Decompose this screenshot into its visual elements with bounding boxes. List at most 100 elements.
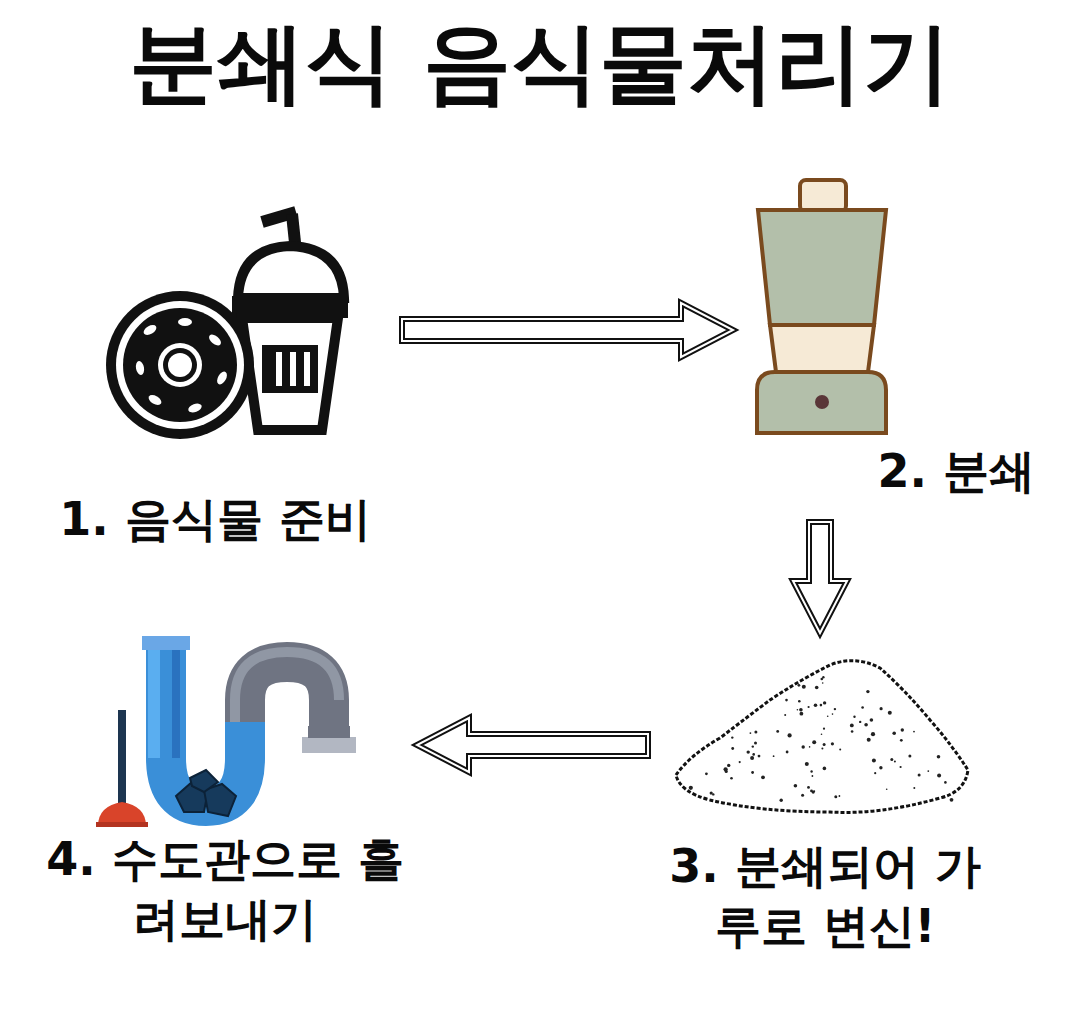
powder-dot — [776, 730, 779, 733]
powder-dot — [747, 750, 750, 753]
powder-dot — [814, 703, 818, 707]
hollow-arrow — [402, 303, 733, 357]
powder-dot — [813, 790, 815, 792]
powder-dot — [937, 755, 941, 759]
powder-dot — [710, 793, 712, 795]
powder-dot — [786, 751, 789, 754]
powder-dot — [724, 767, 728, 771]
powder-dot — [918, 774, 921, 777]
powder-dot — [730, 777, 733, 780]
powder-dot — [888, 711, 892, 715]
powder-dot — [908, 755, 911, 758]
powder-dot — [866, 690, 869, 693]
powder-dot — [810, 770, 812, 772]
pipe-icon — [96, 636, 356, 827]
powder-dot — [874, 772, 876, 774]
powder-dot — [810, 790, 813, 793]
powder-dot — [823, 767, 827, 771]
powder-dot — [861, 706, 864, 709]
step-caption: 3. 분쇄되어 가루로 변신! — [660, 837, 990, 957]
powder-dot — [839, 795, 841, 797]
powder-dot — [785, 699, 788, 702]
powder-dot — [821, 733, 823, 735]
powder-dot — [802, 685, 806, 689]
powder-dot — [821, 748, 823, 750]
powder-dot — [761, 775, 765, 779]
powder-dot — [809, 746, 811, 748]
powder-dot — [850, 724, 854, 728]
powder-dot — [880, 707, 883, 710]
powder-dot — [834, 708, 836, 710]
step-node: 2. 분쇄 — [745, 170, 1040, 510]
powder-dot — [802, 745, 805, 748]
step-caption: 2. 분쇄 — [745, 442, 1035, 502]
powder-dot — [727, 764, 730, 767]
drink-cup-icon — [232, 212, 348, 430]
powder-dot — [892, 731, 896, 735]
powder-dot — [821, 678, 824, 681]
powder-dot — [754, 742, 757, 745]
arrow-outline — [793, 522, 847, 633]
powder-dot — [950, 798, 954, 802]
powder-dot — [864, 723, 868, 727]
powder-dot — [752, 745, 754, 747]
hollow-arrow — [793, 522, 847, 633]
powder-dot — [867, 738, 871, 742]
powder-dot — [823, 728, 825, 730]
powder-dot — [851, 730, 854, 733]
arrow-inner-line — [402, 303, 733, 357]
powder-dot — [800, 712, 804, 716]
powder-dot — [839, 748, 841, 750]
arrow-outline — [402, 303, 733, 357]
step-node: 4. 수도관으로 흘려보내기 — [45, 630, 405, 975]
powder-dot — [886, 788, 888, 790]
powder-dot — [900, 739, 903, 742]
powder-dot — [773, 755, 775, 757]
powder-dot — [788, 733, 792, 737]
powder-dot — [894, 760, 896, 762]
powder-dot — [705, 772, 708, 775]
powder-dot — [822, 682, 824, 684]
powder-dot — [913, 731, 915, 733]
powder-dot — [815, 686, 819, 690]
powder-dot — [739, 761, 741, 763]
powder-dot — [834, 795, 837, 798]
arrow-inner-line — [793, 522, 847, 633]
powder-dot — [900, 766, 902, 768]
step-node: 3. 분쇄되어 가루로 변신! — [660, 645, 990, 975]
powder-dot — [823, 701, 826, 704]
powder-dot — [831, 742, 834, 745]
powder-dot — [799, 708, 803, 712]
arrow-outline — [417, 718, 648, 772]
powder-dot — [750, 732, 752, 734]
hollow-arrow — [417, 718, 648, 772]
powder-dot — [927, 770, 929, 772]
powder-dot — [784, 714, 786, 716]
powder-dot — [731, 747, 734, 750]
arrow-inner-line — [417, 718, 648, 772]
powder-dot — [731, 736, 733, 738]
powder-dot — [913, 787, 915, 789]
powder-dot — [798, 700, 801, 703]
powder-dot — [712, 793, 714, 795]
step-caption: 4. 수도관으로 흘려보내기 — [45, 830, 405, 950]
powder-dot — [827, 716, 829, 718]
powder-dot — [689, 786, 693, 790]
powder-dot — [871, 732, 875, 736]
powder-dot — [801, 794, 804, 797]
powder-dot — [808, 706, 810, 708]
powder-dot — [812, 775, 814, 777]
powder-dot — [752, 753, 755, 756]
powder-dot — [859, 721, 861, 723]
powder-dot — [798, 684, 801, 687]
blender-icon — [757, 180, 886, 433]
powder-dot — [937, 774, 941, 778]
step-caption: 1. 음식물 준비 — [40, 490, 390, 550]
powder-dot — [807, 786, 810, 789]
powder-dot — [832, 713, 834, 715]
powder-dot — [853, 716, 855, 718]
powder-dot — [944, 781, 947, 784]
donut-icon — [106, 291, 254, 439]
powder-dot — [805, 762, 809, 766]
powder-pile-icon — [676, 661, 968, 813]
